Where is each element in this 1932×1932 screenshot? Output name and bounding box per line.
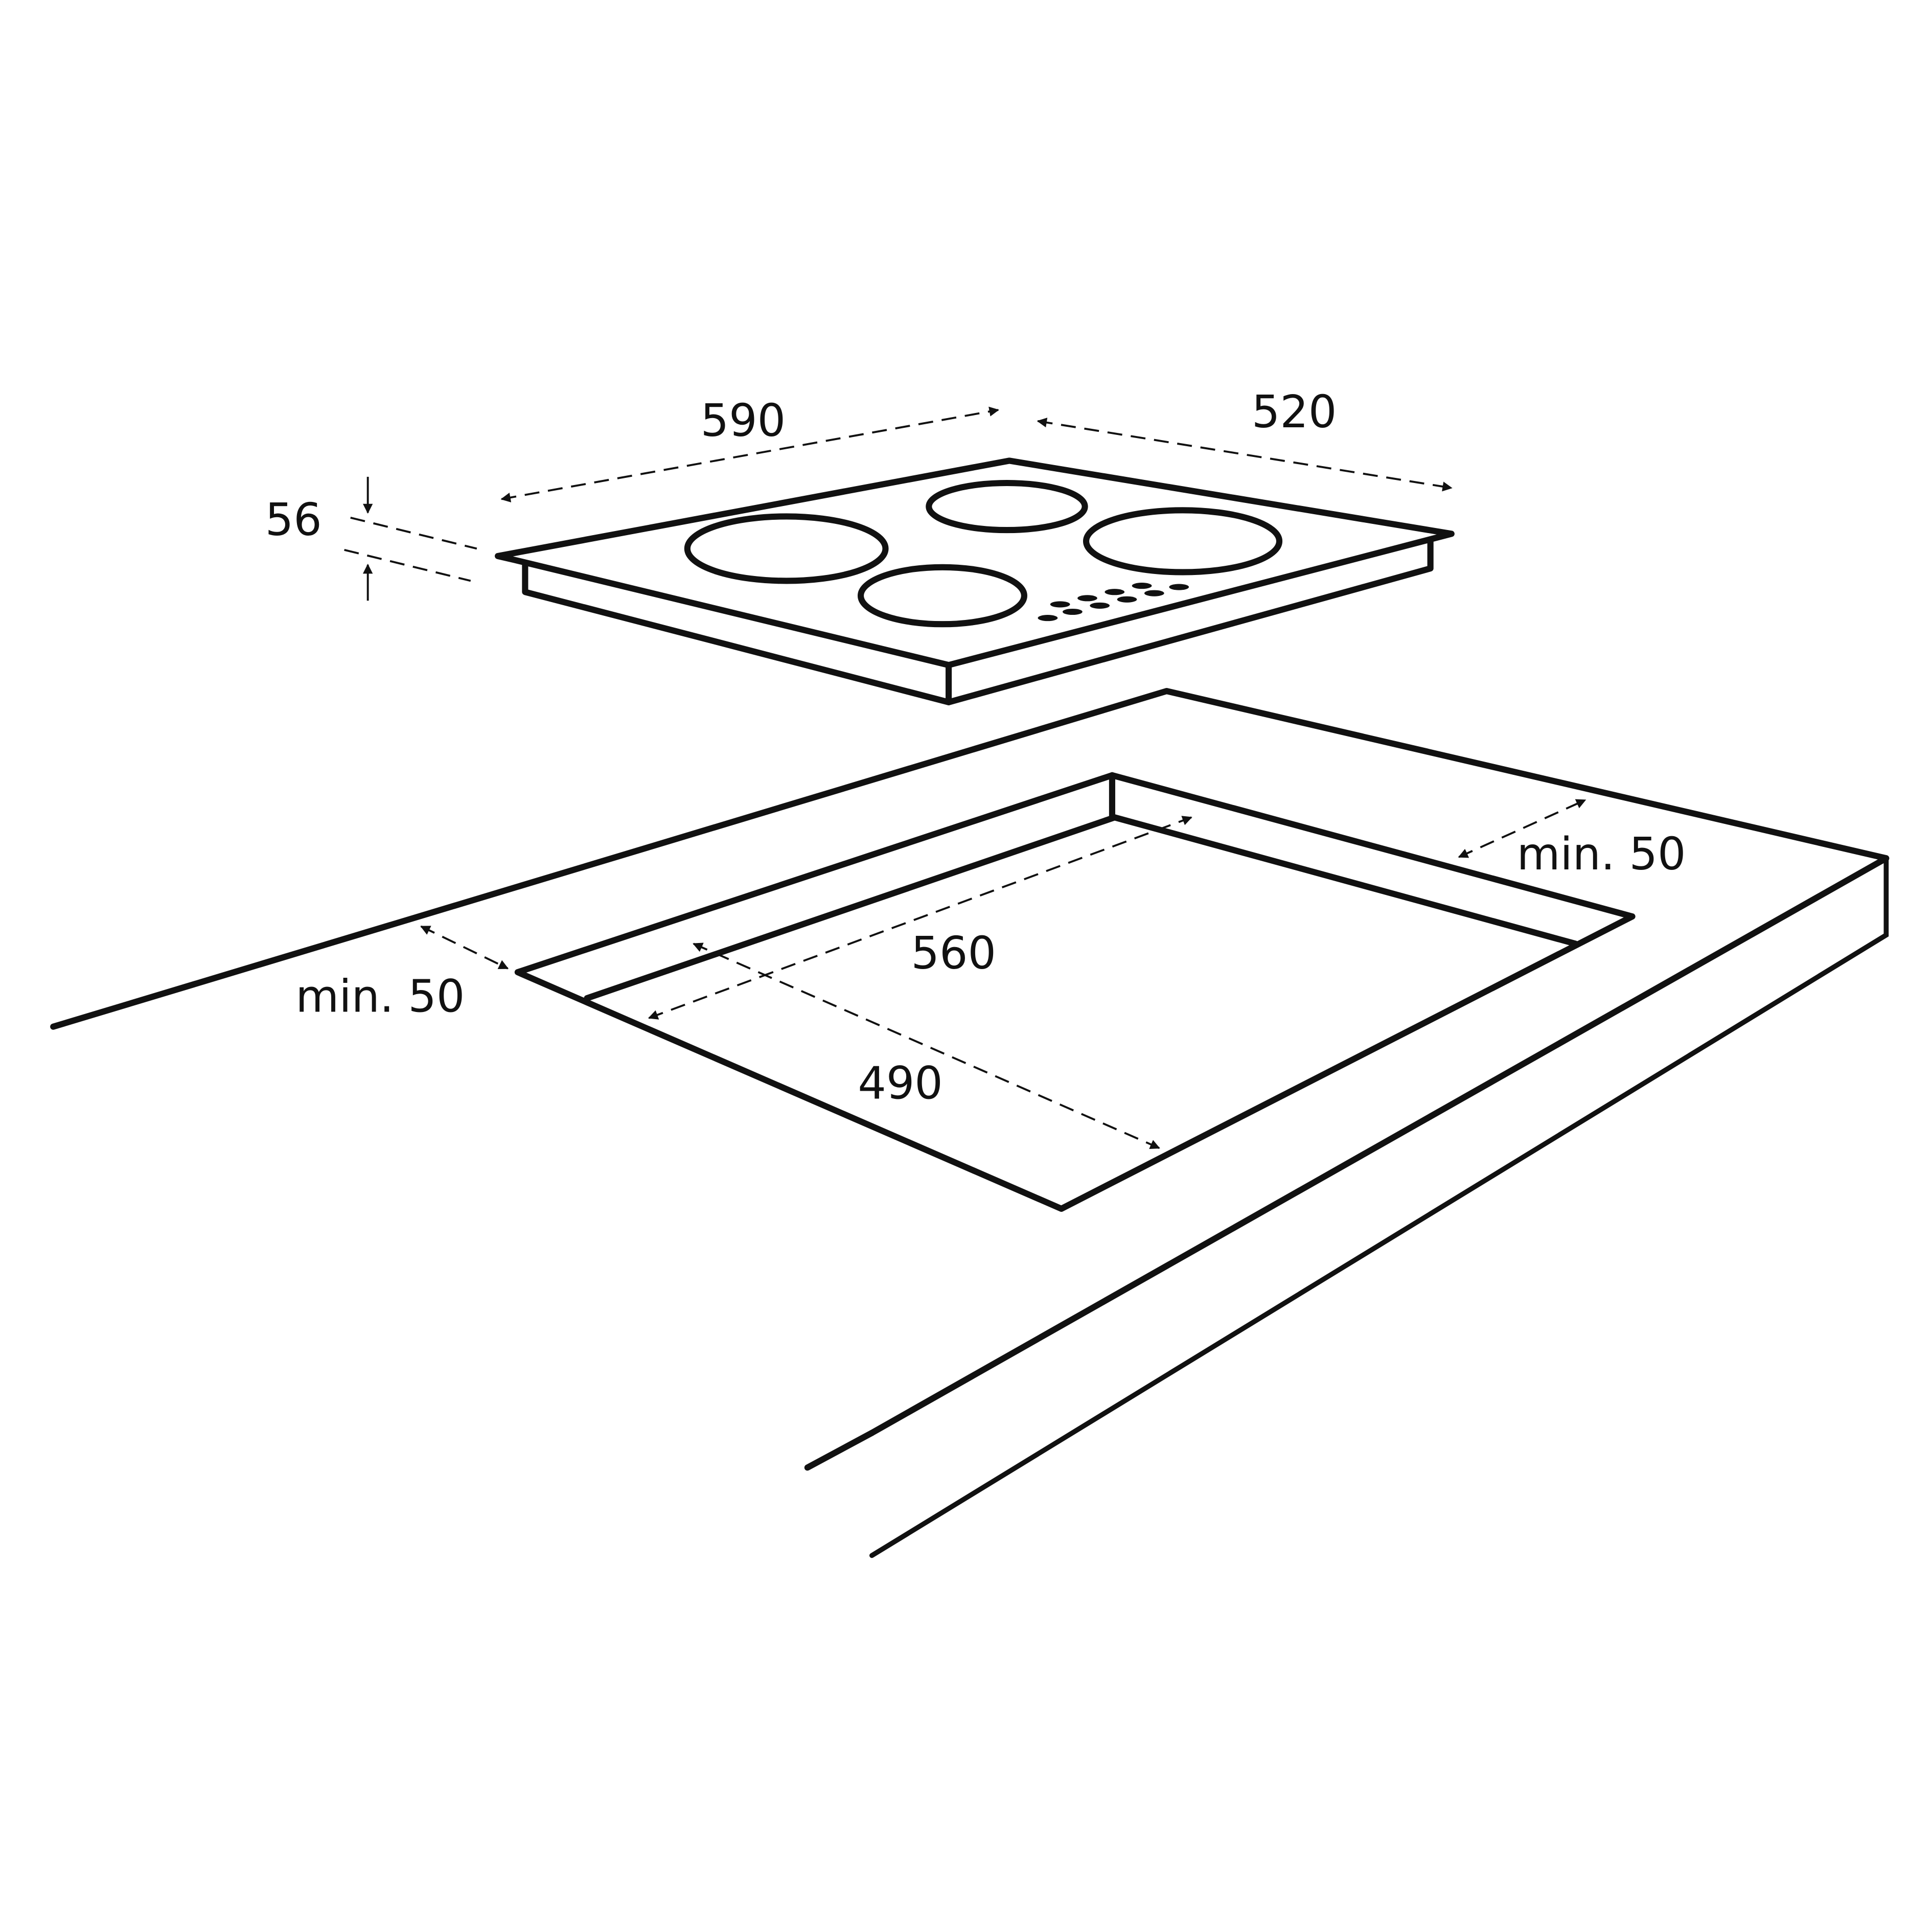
dimension-520: 520 — [1037, 386, 1453, 492]
svg-text:590: 590 — [701, 395, 786, 447]
burner-right-large — [1083, 507, 1283, 576]
burner-left-large — [684, 513, 889, 584]
svg-text:min. 50: min. 50 — [1517, 828, 1686, 880]
svg-text:56: 56 — [265, 494, 322, 546]
cutout — [514, 772, 1636, 1212]
control-buttons — [1038, 583, 1189, 622]
svg-text:560: 560 — [911, 927, 996, 979]
dimension-clearance-right: min. 50 — [1458, 799, 1686, 880]
dimension-560: 560 — [648, 816, 1192, 1020]
svg-text:520: 520 — [1252, 386, 1337, 438]
countertop — [50, 688, 1890, 1558]
burner-back-small — [926, 479, 1088, 534]
svg-text:490: 490 — [858, 1057, 942, 1109]
svg-text:min. 50: min. 50 — [295, 971, 465, 1023]
dimension-clearance-left: min. 50 — [295, 925, 509, 1023]
burner-front-medium — [857, 564, 1027, 628]
hob — [495, 457, 1455, 705]
dimension-490: 490 — [693, 942, 1160, 1149]
dimension-56: 56 — [265, 476, 477, 601]
hob-top-surface — [495, 457, 1455, 669]
dimension-590: 590 — [500, 395, 999, 502]
